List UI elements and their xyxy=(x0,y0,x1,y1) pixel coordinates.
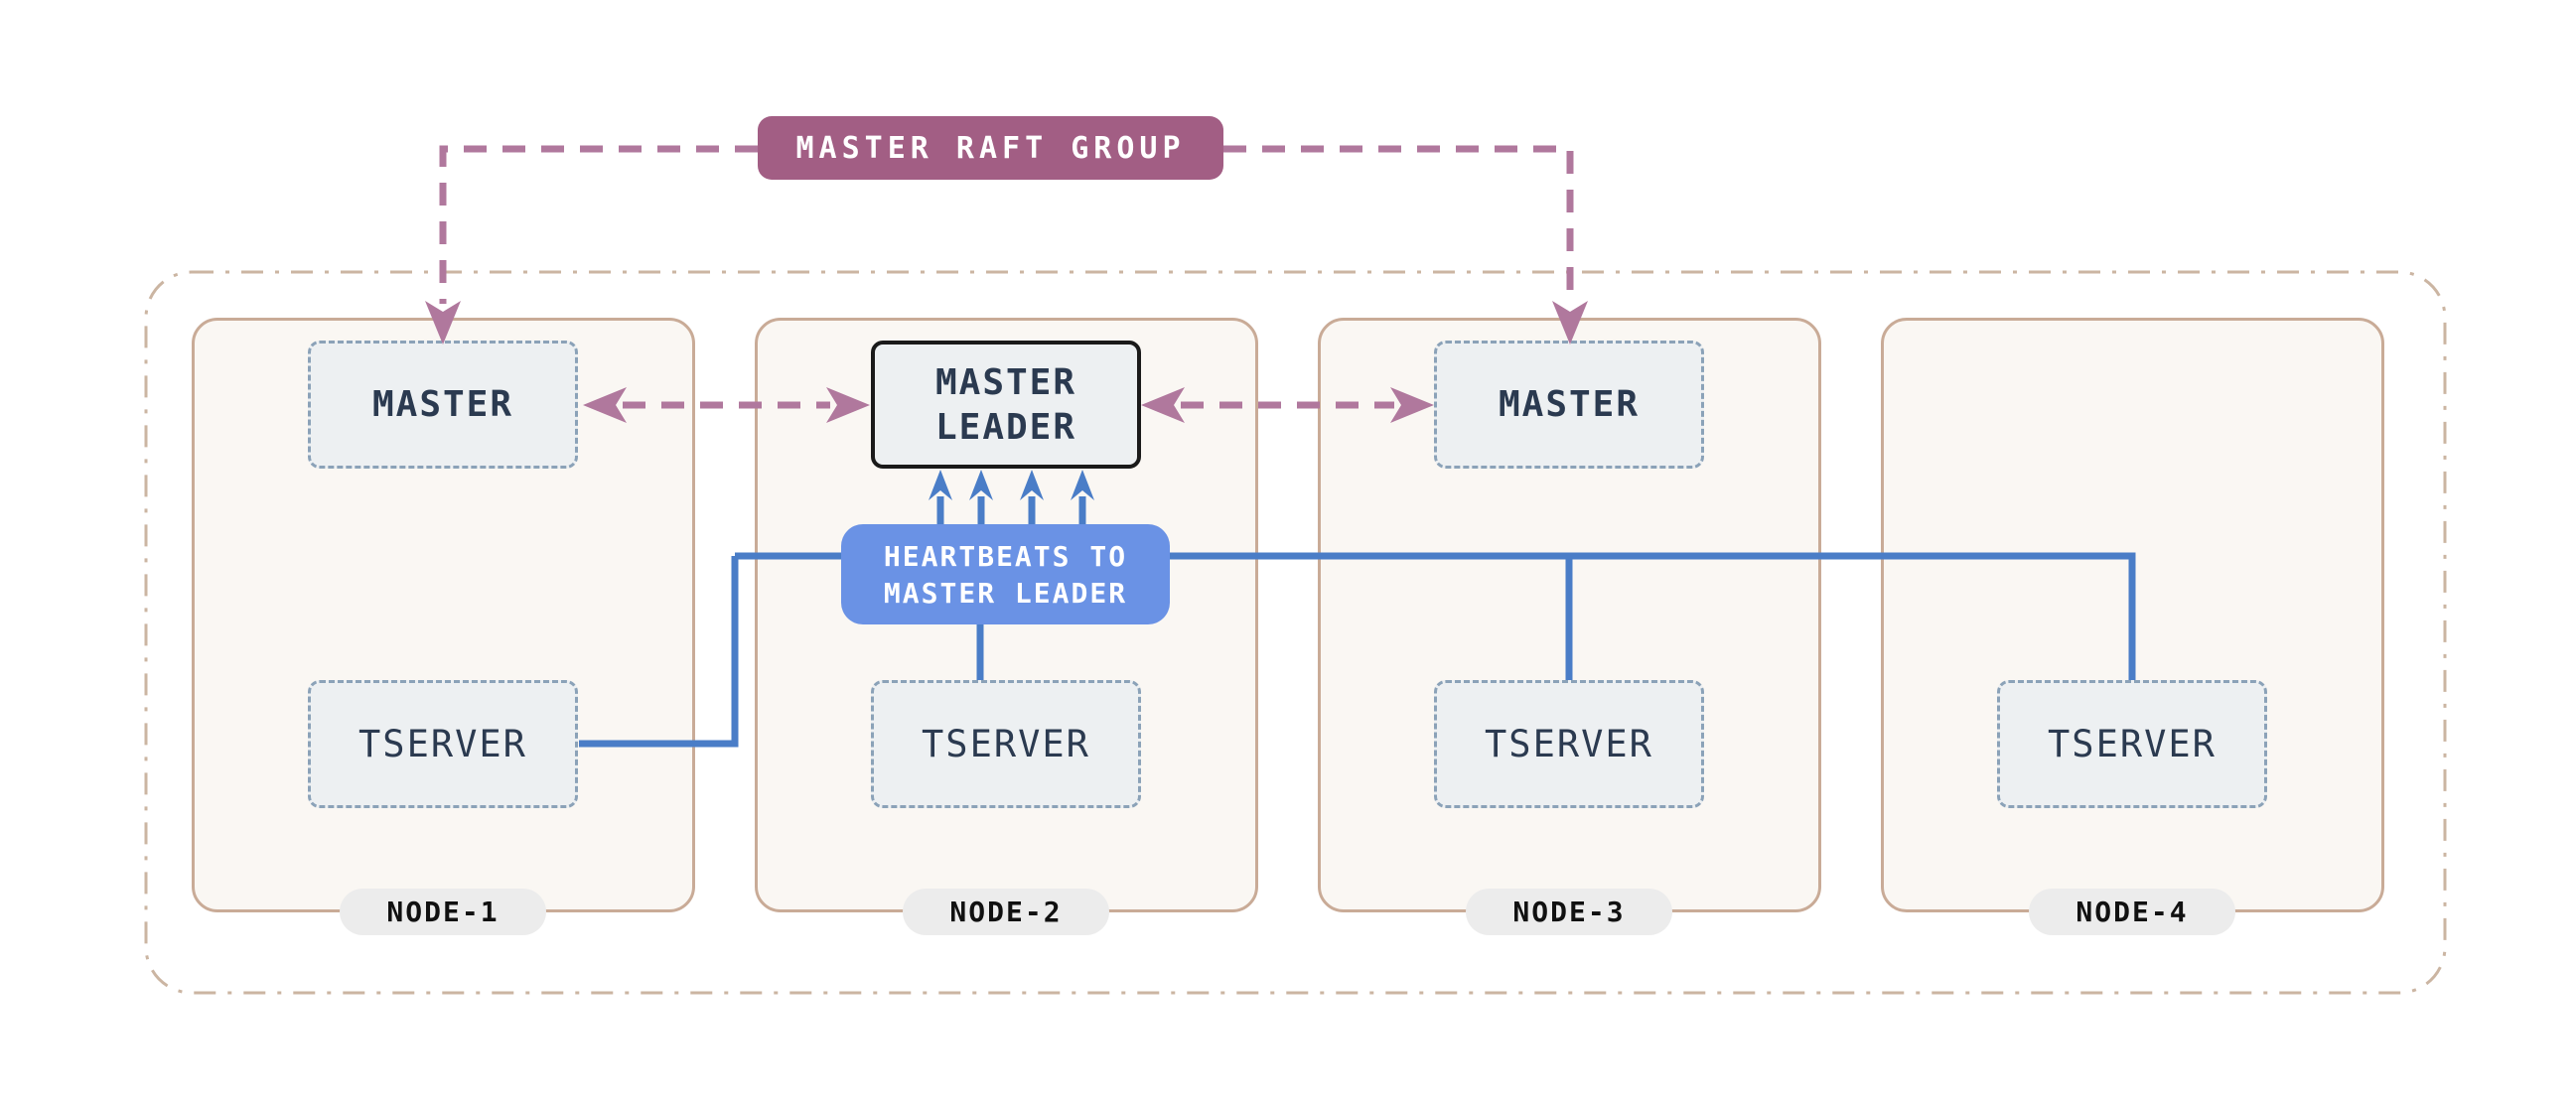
master-leader-box: MASTER LEADER xyxy=(871,341,1141,469)
node-3-label: NODE-3 xyxy=(1512,896,1626,928)
node-3-tserver-box: TSERVER xyxy=(1434,680,1704,808)
master-raft-group-label: MASTER RAFT GROUP xyxy=(795,130,1186,166)
node-3-pill: NODE-3 xyxy=(1466,889,1672,935)
node-2-tserver-label: TSERVER xyxy=(922,723,1090,765)
heartbeats-label-line1: HEARTBEATS TO xyxy=(883,539,1128,573)
node-4-tserver-box: TSERVER xyxy=(1997,680,2267,808)
node-4-container xyxy=(1881,318,2384,912)
node-4-label: NODE-4 xyxy=(2075,896,2189,928)
node-1-tserver-box: TSERVER xyxy=(308,680,578,808)
master-raft-group-badge: MASTER RAFT GROUP xyxy=(758,116,1223,180)
node-1-pill: NODE-1 xyxy=(340,889,546,935)
node-4-tserver-label: TSERVER xyxy=(2048,723,2217,765)
node-1-master-label: MASTER xyxy=(371,384,514,425)
node-1-master-box: MASTER xyxy=(308,341,578,469)
node-3-tserver-label: TSERVER xyxy=(1485,723,1653,765)
node-2-label: NODE-2 xyxy=(949,896,1063,928)
node-2-tserver-box: TSERVER xyxy=(871,680,1141,808)
heartbeats-badge: HEARTBEATS TO MASTER LEADER xyxy=(841,524,1170,624)
node-1-label: NODE-1 xyxy=(386,896,500,928)
master-leader-label-line1: MASTER xyxy=(934,361,1077,403)
node-2-pill: NODE-2 xyxy=(903,889,1109,935)
node-3-master-box: MASTER xyxy=(1434,341,1704,469)
heartbeats-label-line2: MASTER LEADER xyxy=(883,576,1128,610)
master-leader-label-line2: LEADER xyxy=(934,406,1077,448)
node-1-tserver-label: TSERVER xyxy=(358,723,527,765)
raft-link-right-line xyxy=(1223,145,1574,304)
node-3-master-label: MASTER xyxy=(1498,384,1641,425)
node-4-pill: NODE-4 xyxy=(2029,889,2235,935)
raft-link-left-line xyxy=(439,145,758,304)
